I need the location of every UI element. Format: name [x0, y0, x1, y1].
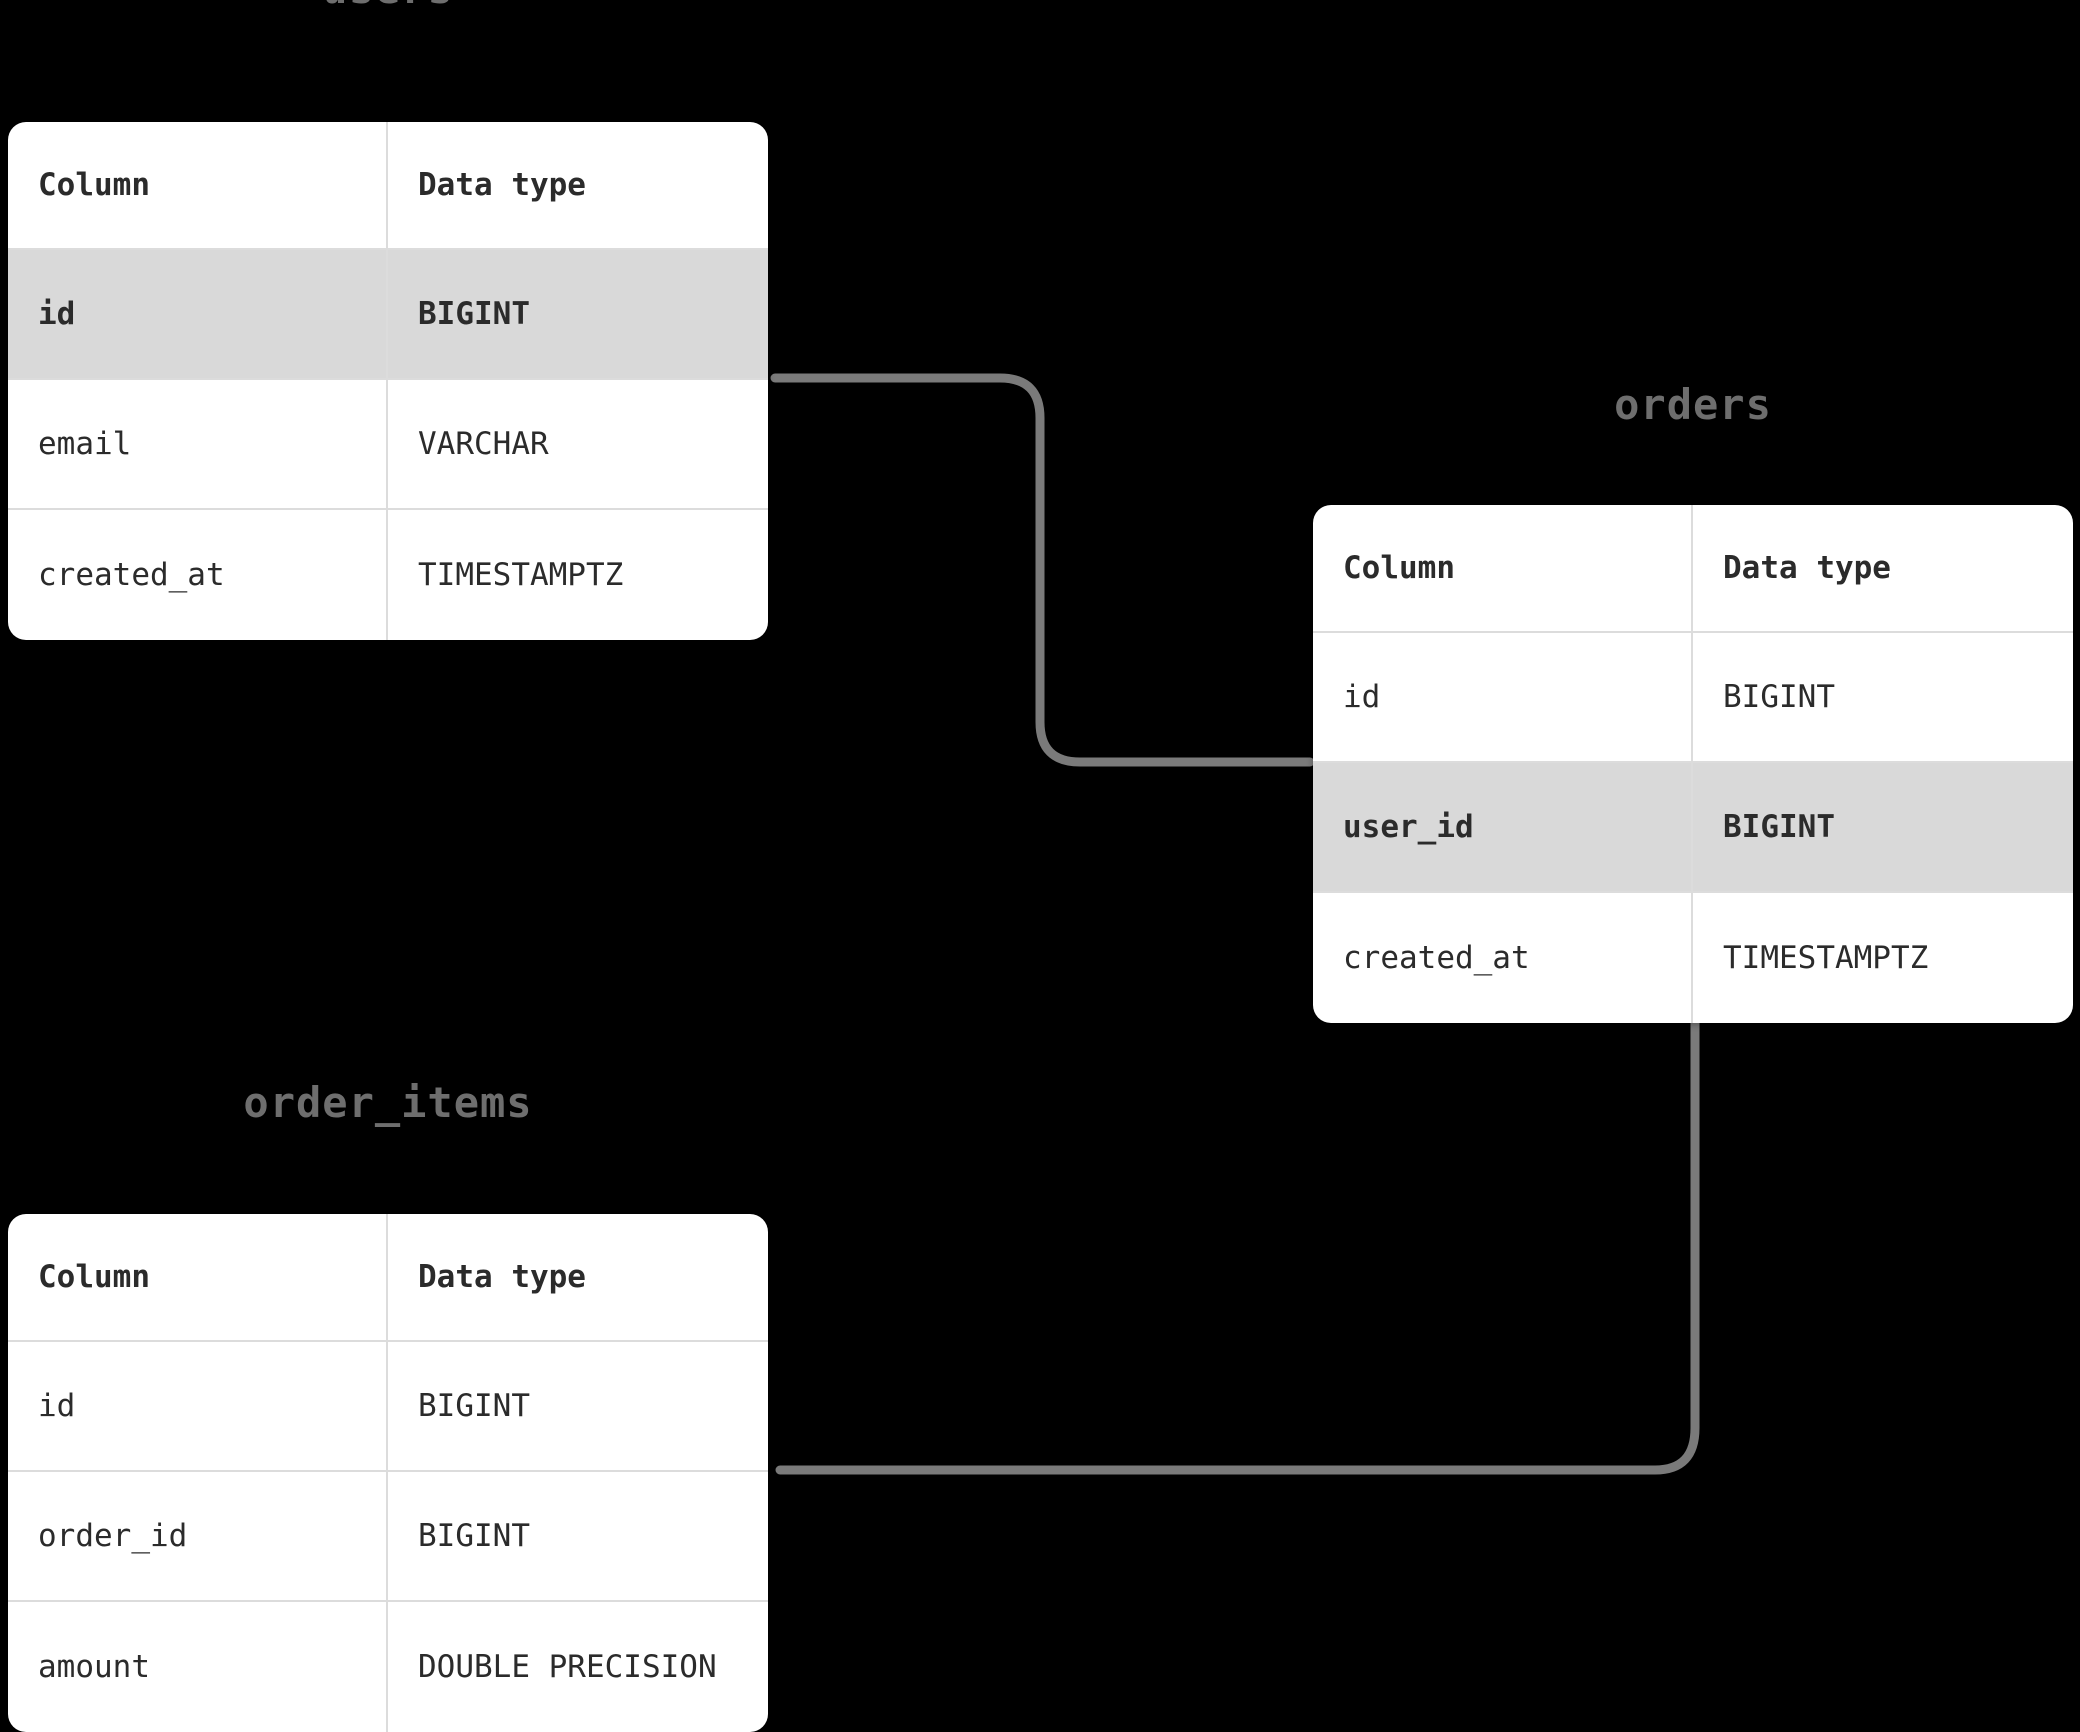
entity-card-users[interactable]: Column Data type id BIGINT email VARCHAR… [8, 122, 768, 640]
header-data-type: Data type [418, 167, 586, 203]
row-column-name: order_id [8, 1472, 388, 1600]
table-row[interactable]: email VARCHAR [8, 380, 768, 510]
table-row[interactable]: order_id BIGINT [8, 1472, 768, 1602]
row-data-type: VARCHAR [418, 426, 549, 462]
header-column: Column [8, 1214, 388, 1340]
row-column-name: amount [8, 1602, 388, 1732]
row-data-type: TIMESTAMPTZ [418, 557, 624, 593]
header-column: Column [8, 122, 388, 248]
row-data-type: BIGINT [1723, 679, 1835, 715]
entity-title-orders: orders [1614, 380, 1772, 429]
entity-card-orders[interactable]: Column Data type id BIGINT user_id BIGIN… [1313, 505, 2073, 1023]
row-data-type: BIGINT [418, 1388, 530, 1424]
header-data-type: Data type [1723, 550, 1891, 586]
row-data-type: BIGINT [1723, 809, 1835, 845]
row-data-type: TIMESTAMPTZ [1723, 940, 1929, 976]
table-row[interactable]: created_at TIMESTAMPTZ [1313, 893, 2073, 1023]
table-row[interactable]: user_id BIGINT [1313, 763, 2073, 893]
table-row[interactable]: id BIGINT [8, 1342, 768, 1472]
entity-title-order-items: order_items [243, 1078, 533, 1127]
table-row[interactable]: amount DOUBLE PRECISION [8, 1602, 768, 1732]
header-data-type: Data type [418, 1259, 586, 1295]
row-column-name: id [8, 1342, 388, 1470]
row-column-name: email [8, 380, 388, 508]
table-row[interactable]: id BIGINT [1313, 633, 2073, 763]
entity-title-users: users [8, 0, 768, 14]
connector-orders-orderitems [775, 1017, 1700, 1475]
entity-card-order-items[interactable]: Column Data type id BIGINT order_id BIGI… [8, 1214, 768, 1732]
table-header-row: Column Data type [8, 1214, 768, 1342]
connector-users-orders [770, 373, 1315, 767]
row-data-type: BIGINT [418, 296, 530, 332]
row-column-name: created_at [1313, 893, 1693, 1023]
header-column: Column [1313, 505, 1693, 631]
table-header-row: Column Data type [8, 122, 768, 250]
table-row[interactable]: created_at TIMESTAMPTZ [8, 510, 768, 640]
row-column-name: id [8, 250, 388, 378]
row-data-type: DOUBLE PRECISION [418, 1649, 717, 1685]
row-column-name: created_at [8, 510, 388, 640]
table-header-row: Column Data type [1313, 505, 2073, 633]
row-data-type: BIGINT [418, 1518, 530, 1554]
row-column-name: id [1313, 633, 1693, 761]
row-column-name: user_id [1313, 763, 1693, 891]
table-row[interactable]: id BIGINT [8, 250, 768, 380]
